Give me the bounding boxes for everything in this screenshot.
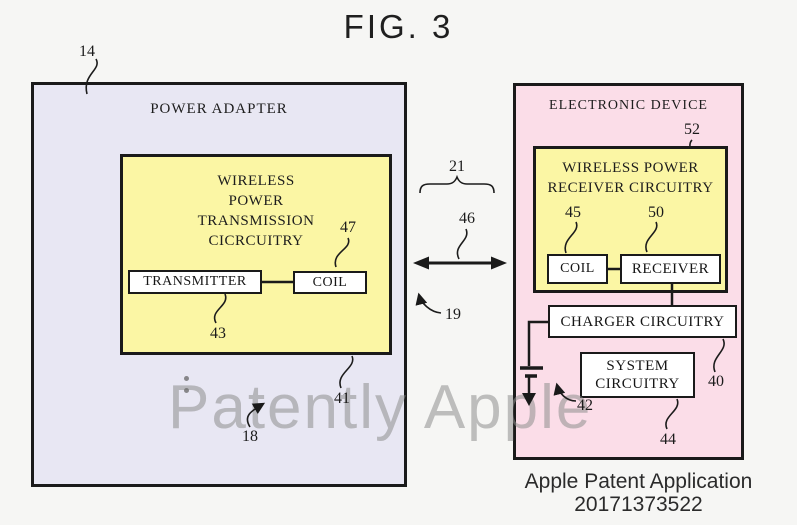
system-circuitry-box: SYSTEM CIRCUITRY [580, 352, 695, 398]
ref-19: 19 [445, 306, 461, 323]
leader-arrow-19 [415, 292, 442, 314]
ref-21: 21 [449, 158, 465, 175]
watermark-dot-bottom [184, 388, 189, 393]
ref-47: 47 [340, 219, 356, 236]
transmission-label-line2: POWER [228, 193, 284, 209]
receiver-label-line2: RECEIVER CIRCUITRY [547, 180, 714, 196]
device-coil-box: COIL [547, 254, 608, 284]
link-arrowhead-right [491, 256, 507, 270]
ref-42: 42 [577, 397, 593, 414]
ref-14: 14 [79, 43, 95, 60]
leader-46 [456, 228, 468, 260]
electronic-device-title: ELECTRONIC DEVICE [549, 98, 708, 113]
ref-41: 41 [334, 390, 350, 407]
figure-title: FIG. 3 [343, 8, 454, 45]
watermark-dot-top [184, 376, 189, 381]
power-adapter-title: POWER ADAPTER [150, 101, 288, 117]
ref-52: 52 [684, 121, 700, 138]
caption-line2: 20171373522 [574, 493, 703, 516]
wireless-link-arrow [413, 256, 507, 270]
transmission-circuitry-label: WIRELESS POWER TRANSMISSION CICRCUITRY [123, 171, 389, 251]
transmission-label-line1: WIRELESS [217, 173, 295, 189]
ref-44: 44 [660, 431, 676, 448]
ref-50: 50 [648, 204, 664, 221]
receiver-box: RECEIVER [620, 254, 721, 284]
caption-line1: Apple Patent Application [524, 470, 753, 493]
receiver-label-line1: WIRELESS POWER [562, 160, 699, 176]
ref-46: 46 [459, 210, 475, 227]
charger-circuitry-box: CHARGER CIRCUITRY [548, 305, 737, 338]
system-circuitry-lines: SYSTEM CIRCUITRY [595, 357, 680, 393]
ref-45: 45 [565, 204, 581, 221]
link-arrowhead-left [413, 256, 429, 270]
system-label-line1: SYSTEM [606, 358, 669, 374]
ref-43: 43 [210, 325, 226, 342]
ref-18: 18 [242, 428, 258, 445]
transmission-label-line4: CICRCUITRY [208, 233, 304, 249]
transmitter-box: TRANSMITTER [128, 270, 262, 294]
adapter-coil-box: COIL [293, 271, 367, 294]
watermark: Patently Apple [168, 373, 593, 442]
brace-21 [419, 174, 495, 194]
receiver-circuitry-label: WIRELESS POWER RECEIVER CIRCUITRY [536, 158, 725, 198]
transmission-circuitry-box: WIRELESS POWER TRANSMISSION CICRCUITRY [120, 154, 392, 355]
system-label-line2: CIRCUITRY [595, 376, 680, 392]
ref-40: 40 [708, 373, 724, 390]
transmission-label-line3: TRANSMISSION [197, 213, 315, 229]
